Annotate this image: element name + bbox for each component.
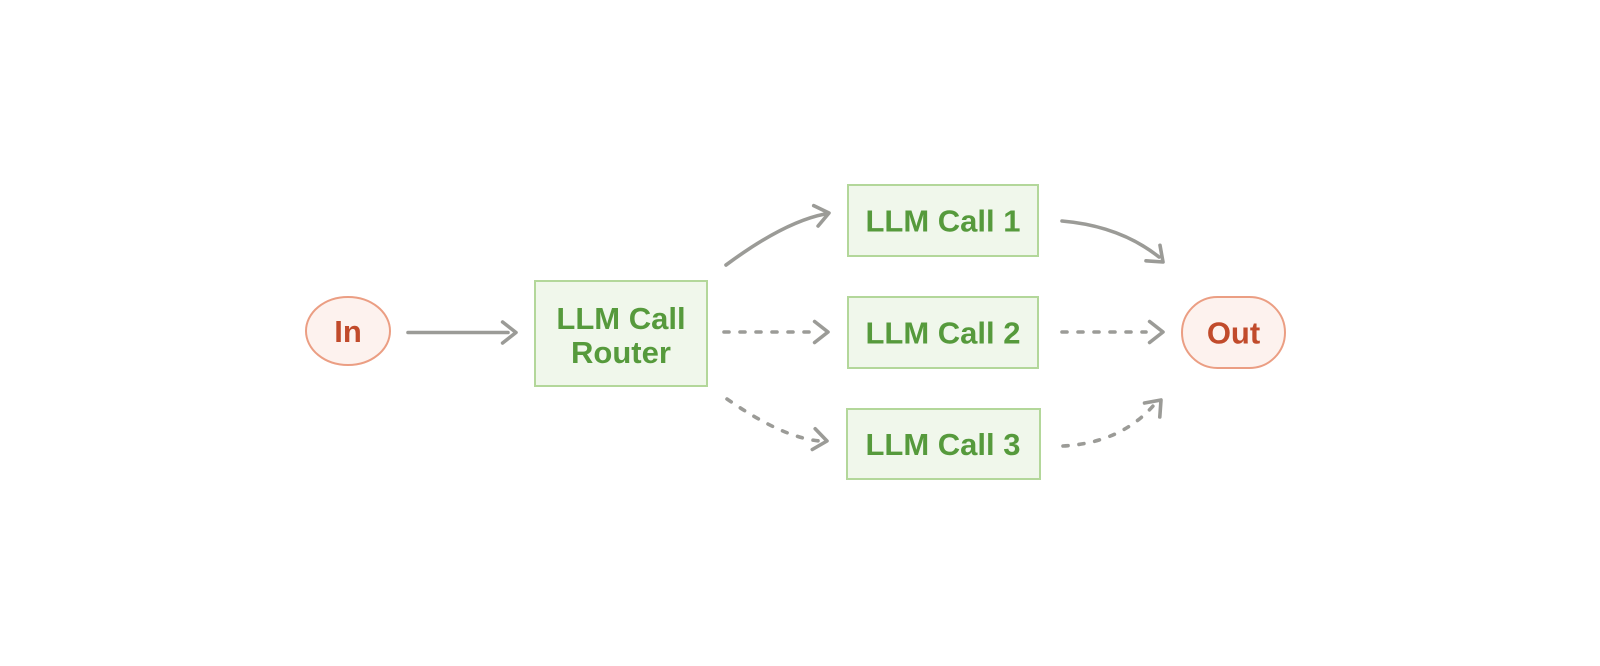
- node-out: Out: [1181, 296, 1286, 369]
- node-llm-call-router-label-line2: Router: [571, 335, 671, 370]
- node-in: In: [305, 296, 391, 366]
- edge-call3-to-out-line: [1061, 404, 1155, 448]
- node-in-shape: [305, 296, 391, 366]
- edge-call1-to-out: [1060, 219, 1165, 264]
- edge-call1-to-out-arrowhead: [1144, 243, 1165, 264]
- node-llm-call-router-label-line1: LLM Call: [556, 301, 685, 336]
- node-llm-call-router-shape: [534, 280, 708, 387]
- node-llm-call-router: LLM Call Router: [534, 280, 708, 387]
- edge-in-to-router: [406, 320, 518, 345]
- node-in-label: In: [334, 314, 362, 349]
- edge-call1-to-out-line: [1060, 219, 1161, 259]
- edge-router-to-call3-line: [725, 397, 822, 443]
- node-llm-call-1: LLM Call 1: [847, 184, 1039, 257]
- edge-router-to-call1-arrowhead: [811, 203, 831, 228]
- edge-call3-to-out-arrowhead: [1142, 398, 1163, 419]
- edge-in-to-router-arrowhead: [500, 320, 518, 345]
- edge-router-to-call3-arrowhead: [810, 427, 829, 452]
- node-llm-call-1-label: LLM Call 1: [865, 204, 1020, 239]
- node-out-shape: [1181, 296, 1286, 369]
- node-out-label: Out: [1207, 316, 1260, 351]
- node-llm-call-3: LLM Call 3: [846, 408, 1041, 480]
- node-llm-call-2: LLM Call 2: [847, 296, 1039, 369]
- node-llm-call-1-shape: [847, 184, 1039, 257]
- node-llm-call-2-label: LLM Call 2: [865, 316, 1020, 351]
- edge-router-to-call3: [725, 397, 829, 452]
- edge-call3-to-out: [1061, 398, 1163, 448]
- edge-router-to-call1-line: [724, 212, 827, 267]
- edge-router-to-call2: [722, 319, 830, 345]
- edge-call2-to-out-arrowhead: [1147, 319, 1165, 345]
- edge-call2-to-out: [1060, 319, 1165, 345]
- node-llm-call-3-label: LLM Call 3: [865, 427, 1020, 462]
- edge-router-to-call1: [724, 203, 831, 267]
- node-llm-call-2-shape: [847, 296, 1039, 369]
- node-llm-call-3-shape: [846, 408, 1041, 480]
- edge-router-to-call2-arrowhead: [812, 319, 830, 345]
